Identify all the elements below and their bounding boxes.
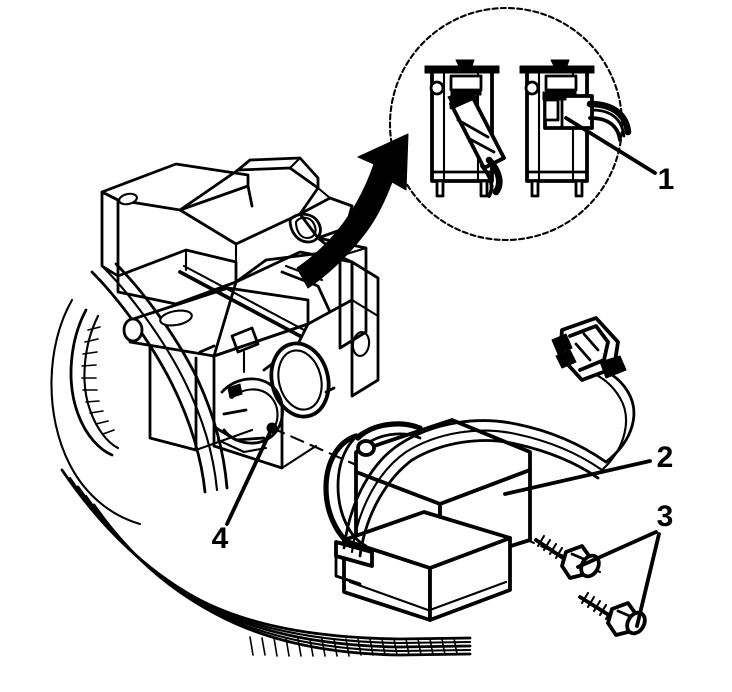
callout-3-leader-lower bbox=[635, 532, 661, 628]
connector-lever-seated bbox=[519, 59, 632, 198]
callout-label-3: 3 bbox=[657, 500, 674, 533]
harness-strap bbox=[342, 419, 608, 558]
callout-label-2: 2 bbox=[657, 441, 674, 474]
throttle-bore-seal-ring bbox=[262, 341, 336, 419]
callout-leaders bbox=[225, 422, 661, 628]
magnified-connector-detail bbox=[388, 6, 657, 242]
lever-released-body bbox=[447, 89, 506, 170]
throttle-actuator-control-motor bbox=[323, 364, 636, 622]
callout-4-leader bbox=[225, 426, 274, 526]
wiring-harness-connector bbox=[551, 316, 627, 382]
detail-zoom-arrow bbox=[296, 133, 409, 289]
serpentine-drive-belt bbox=[60, 468, 472, 657]
bolt-lower-threads bbox=[580, 591, 614, 621]
callout-labels: 1 2 3 4 bbox=[212, 163, 675, 555]
lever-seated-body bbox=[542, 91, 594, 130]
callout-label-4: 4 bbox=[212, 522, 229, 555]
connector-lever-released bbox=[424, 59, 506, 198]
callout-1-leader bbox=[564, 116, 657, 175]
callout-3-leader-upper bbox=[576, 530, 658, 569]
ribbed-pulley bbox=[50, 298, 142, 526]
throttle-mounting-flange bbox=[122, 286, 310, 452]
mounting-bolt-upper bbox=[534, 534, 601, 580]
throttle-body bbox=[178, 236, 380, 470]
callout-label-1: 1 bbox=[658, 163, 675, 196]
belt-rib-hatching bbox=[249, 636, 458, 657]
throttle-plate-linkage bbox=[214, 377, 284, 454]
engine-front-cover bbox=[90, 262, 229, 494]
pulley-rib-hatching bbox=[81, 326, 115, 435]
callout-2-leader bbox=[503, 459, 652, 496]
